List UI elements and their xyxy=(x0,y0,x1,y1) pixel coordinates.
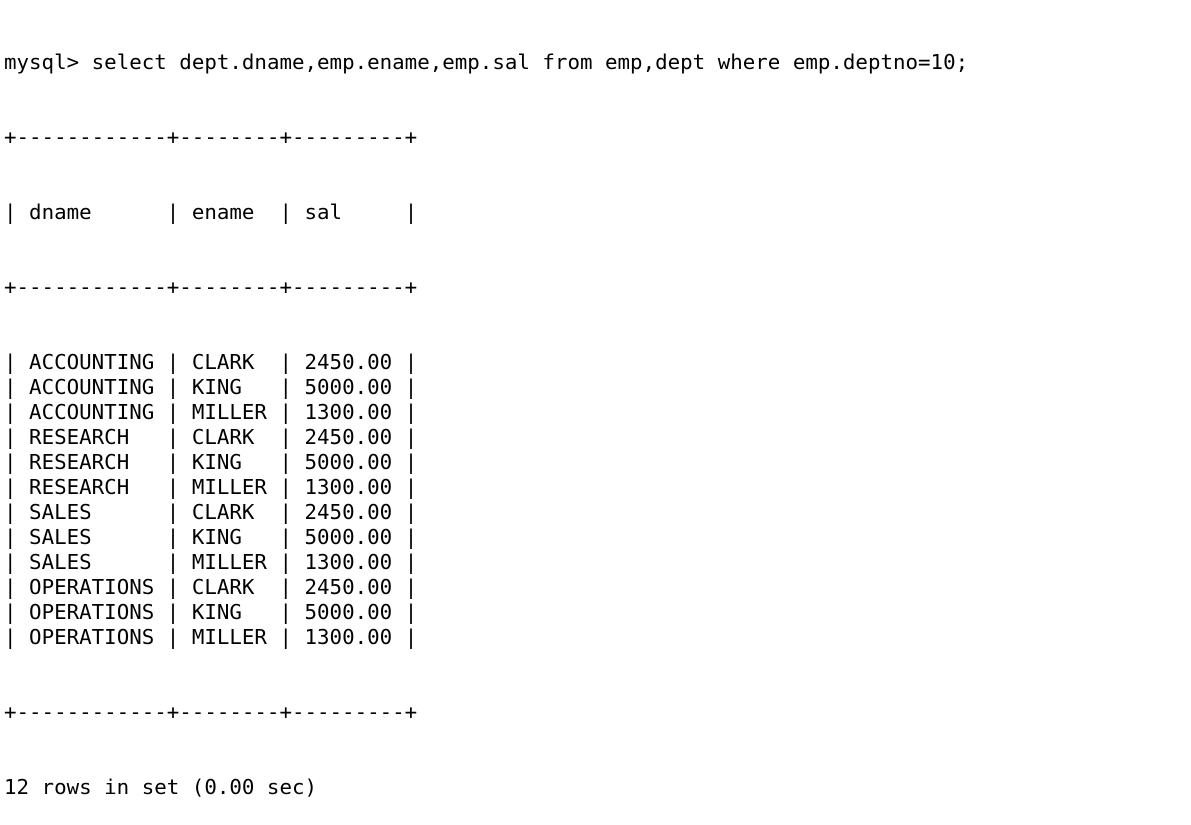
table-border-header: +------------+--------+---------+ xyxy=(4,275,418,299)
table-cell-sal: 2450.00 xyxy=(304,500,393,524)
result-summary: 12 rows in set (0.00 sec) xyxy=(4,775,318,799)
table-cell-ename: KING xyxy=(191,375,267,399)
table-cell-sal: 2450.00 xyxy=(304,350,393,374)
table-cell-sal: 5000.00 xyxy=(304,600,393,624)
table-border-top: +------------+--------+---------+ xyxy=(4,125,418,149)
table-cell-sal: 1300.00 xyxy=(304,550,393,574)
table-cell-sal: 5000.00 xyxy=(304,375,393,399)
table-cell-ename: CLARK xyxy=(191,350,267,374)
table-cell-dname: SALES xyxy=(29,525,155,549)
table-cell-dname: ACCOUNTING xyxy=(29,400,155,424)
table-cell-ename: MILLER xyxy=(191,625,267,649)
table-body: | ACCOUNTING | CLARK | 2450.00 || ACCOUN… xyxy=(4,350,1191,650)
table-header-row: | dname | ename | sal | xyxy=(4,200,418,224)
table-cell-dname: OPERATIONS xyxy=(29,600,155,624)
table-row: | ACCOUNTING | MILLER | 1300.00 | xyxy=(4,400,418,424)
table-row: | RESEARCH | MILLER | 1300.00 | xyxy=(4,475,418,499)
table-cell-ename: CLARK xyxy=(191,500,267,524)
table-cell-ename: MILLER xyxy=(191,400,267,424)
mysql-prompt: mysql> xyxy=(4,50,92,74)
table-row: | OPERATIONS | CLARK | 2450.00 | xyxy=(4,575,418,599)
terminal-window[interactable]: mysql> select dept.dname,emp.ename,emp.s… xyxy=(4,0,1191,799)
table-cell-dname: SALES xyxy=(29,500,155,524)
table-row: | RESEARCH | KING | 5000.00 | xyxy=(4,450,418,474)
sql-command: select dept.dname,emp.ename,emp.sal from… xyxy=(91,50,969,74)
table-cell-ename: MILLER xyxy=(191,550,267,574)
table-cell-dname: SALES xyxy=(29,550,155,574)
table-row: | SALES | MILLER | 1300.00 | xyxy=(4,550,418,574)
table-cell-sal: 1300.00 xyxy=(304,625,393,649)
column-header-dname: dname xyxy=(29,200,155,224)
command-line: mysql> select dept.dname,emp.ename,emp.s… xyxy=(4,50,1191,75)
table-cell-dname: RESEARCH xyxy=(29,450,155,474)
table-cell-dname: ACCOUNTING xyxy=(29,350,155,374)
table-row: | SALES | CLARK | 2450.00 | xyxy=(4,500,418,524)
table-cell-ename: CLARK xyxy=(191,575,267,599)
table-cell-ename: KING xyxy=(191,450,267,474)
table-cell-dname: ACCOUNTING xyxy=(29,375,155,399)
table-cell-ename: KING xyxy=(191,600,267,624)
table-row: | OPERATIONS | MILLER | 1300.00 | xyxy=(4,625,418,649)
column-header-ename: ename xyxy=(191,200,267,224)
table-cell-dname: OPERATIONS xyxy=(29,575,155,599)
table-cell-sal: 2450.00 xyxy=(304,425,393,449)
table-row: | ACCOUNTING | CLARK | 2450.00 | xyxy=(4,350,418,374)
column-header-sal: sal xyxy=(304,200,393,224)
table-border-bottom: +------------+--------+---------+ xyxy=(4,700,418,724)
table-cell-sal: 1300.00 xyxy=(304,400,393,424)
table-row: | OPERATIONS | KING | 5000.00 | xyxy=(4,600,418,624)
table-cell-sal: 5000.00 xyxy=(304,450,393,474)
table-row: | RESEARCH | CLARK | 2450.00 | xyxy=(4,425,418,449)
table-cell-dname: OPERATIONS xyxy=(29,625,155,649)
table-cell-sal: 5000.00 xyxy=(304,525,393,549)
table-cell-sal: 1300.00 xyxy=(304,475,393,499)
table-row: | SALES | KING | 5000.00 | xyxy=(4,525,418,549)
table-cell-ename: KING xyxy=(191,525,267,549)
table-row: | ACCOUNTING | KING | 5000.00 | xyxy=(4,375,418,399)
table-cell-dname: RESEARCH xyxy=(29,425,155,449)
table-cell-ename: MILLER xyxy=(191,475,267,499)
table-cell-ename: CLARK xyxy=(191,425,267,449)
table-cell-sal: 2450.00 xyxy=(304,575,393,599)
table-cell-dname: RESEARCH xyxy=(29,475,155,499)
